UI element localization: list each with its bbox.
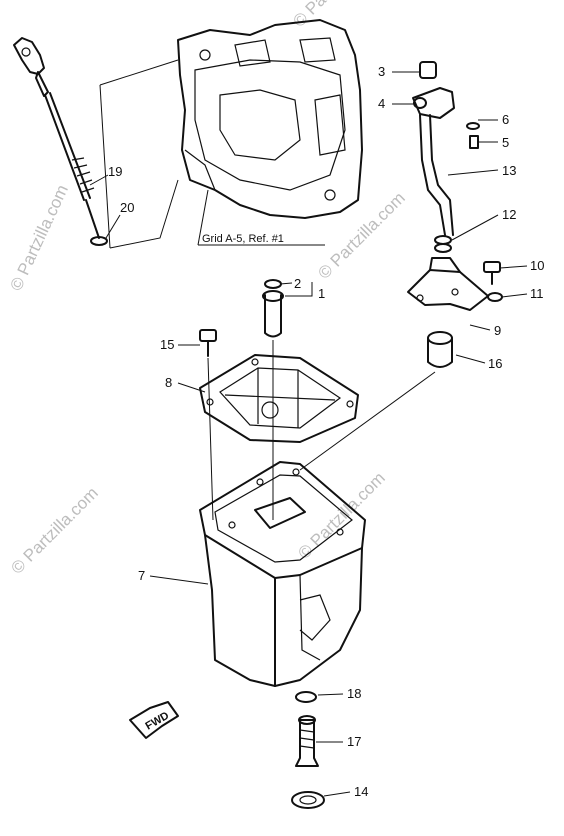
dipstick-leader-bracket xyxy=(99,59,179,249)
drain-plug-part-17 xyxy=(295,715,319,767)
washer-part-11 xyxy=(487,292,503,302)
callout-9: 9 xyxy=(494,323,501,338)
callout-labels: 1 2 3 4 5 6 7 8 9 10 11 12 13 14 15 16 1… xyxy=(108,64,544,799)
watermark-1: © Partzilla.com xyxy=(6,182,72,294)
fwd-arrow-icon: FWD xyxy=(129,701,179,739)
callout-18: 18 xyxy=(347,686,361,701)
gasket-part-8 xyxy=(199,354,359,443)
callout-20: 20 xyxy=(120,200,134,215)
callout-4: 4 xyxy=(378,96,385,111)
callout-10: 10 xyxy=(530,258,544,273)
callout-13: 13 xyxy=(502,163,516,178)
callout-19: 19 xyxy=(108,164,122,179)
collar-part-16 xyxy=(299,331,453,471)
callout-15: 15 xyxy=(160,337,174,352)
callout-5: 5 xyxy=(502,135,509,150)
callout-12: 12 xyxy=(502,207,516,222)
callout-17: 17 xyxy=(347,734,361,749)
watermark-3: © Partzilla.com xyxy=(7,483,101,577)
callout-1: 1 xyxy=(318,286,325,301)
grommet-part-12 xyxy=(434,235,452,253)
gasket-part-14 xyxy=(291,791,325,809)
callout-2: 2 xyxy=(294,276,301,291)
pipe-assembly-part-13 xyxy=(412,61,480,236)
watermark-2: © Partzilla.com xyxy=(314,188,408,282)
watermark-group: © Partzilla.com © Partzilla.com © Partzi… xyxy=(6,0,408,578)
o-ring-part-20 xyxy=(90,236,108,246)
engine-block-drawing xyxy=(177,19,363,219)
bracket-part-9 xyxy=(407,257,489,311)
bolt-part-10 xyxy=(483,261,501,285)
callout-16: 16 xyxy=(488,356,502,371)
o-ring-part-18 xyxy=(295,691,317,703)
dipstick-part-19 xyxy=(13,37,100,239)
callout-3: 3 xyxy=(378,64,385,79)
callout-7: 7 xyxy=(138,568,145,583)
callout-14: 14 xyxy=(354,784,368,799)
leader-lines xyxy=(89,71,528,797)
reference-note-box: Grid A-5, Ref. #1 xyxy=(197,189,325,246)
callout-8: 8 xyxy=(165,375,172,390)
bolt-part-15 xyxy=(199,329,217,521)
sleeve-part-1 xyxy=(262,279,284,520)
reference-note-text: Grid A-5, Ref. #1 xyxy=(202,233,284,245)
callout-11: 11 xyxy=(530,286,544,301)
callout-6: 6 xyxy=(502,112,509,127)
oil-pan-part-7 xyxy=(199,461,366,687)
